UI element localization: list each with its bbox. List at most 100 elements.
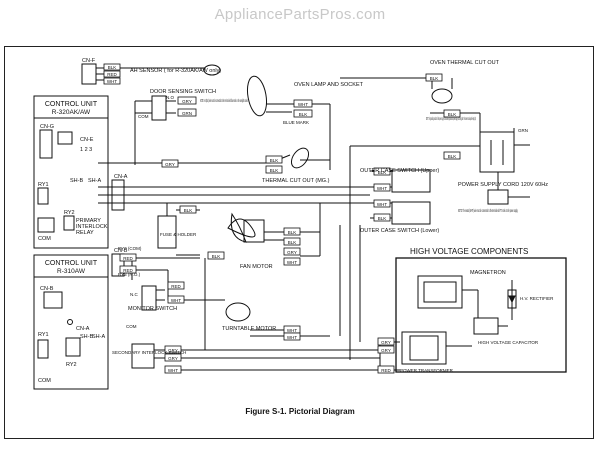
control-unit-1-model: R-320AK/AW [52,109,91,116]
wire-label: BLK [448,112,457,117]
wire-label: GRY [381,348,391,353]
figure-caption: Figure S-1. Pictorial Diagram [245,407,355,416]
thermal-mg-label: THERMAL CUT OUT (MG.) [262,178,330,184]
wire-label: RED [171,284,181,289]
relay-interlock: INTERLOCK [76,224,108,230]
wire-label: WHT [168,368,178,373]
wire-label: BLK [448,154,457,159]
monitor-switch-label: MONITOR SWITCH [128,306,177,312]
wire-label: RED [381,368,391,373]
control-unit-1-title: CONTROL UNIT [45,101,98,108]
relay-primary: PRIMARY [76,218,101,224]
wire-label: WHT [171,298,181,303]
connector-cne-pins: 1 2 3 [80,147,92,153]
wire-label: GRY [168,348,178,353]
magnetron [417,275,463,309]
relay-com: COM [38,236,51,242]
control-unit-2-board [33,276,109,390]
wire-label: BLK [378,170,387,175]
no-label: N.O [166,95,175,100]
wire-label: BLK [299,112,308,117]
power-transformer-label: POWER TRANSFORMER [400,368,454,373]
wire-label: BLK [288,230,297,235]
wire-label: BLK [212,254,221,259]
oven-lamp [246,75,268,117]
connector-sha-2: SH-A [92,334,105,340]
connector-cnf: CN-F [82,58,96,64]
wire-label: BLK [270,168,279,173]
fan-motor [243,219,265,243]
ah-sensor-label: AH SENSOR ( for R-320AK/AW only) [130,68,221,74]
com-switch-label: COM [138,114,149,119]
outer-case-lower-label: OUTER CASE SWITCH (Lower) [360,228,439,234]
ground-label: GRN [518,128,528,133]
fan-blade [227,218,256,238]
nc-label: N.C [130,292,139,297]
connector-sha: SH-A [88,178,101,184]
control-unit-2-model: R-310AW [57,268,86,275]
wire-label: RED [123,268,133,273]
turntable-motor-label: TURNTABLE MOTOR [222,326,276,332]
control-unit-1-board [33,117,109,249]
note-3: NOTE: The neutral (WHT) wire must be con… [458,208,518,213]
hv-capacitor [473,317,499,335]
relay-ry2: RY2 [64,210,75,216]
hv-rectifier [507,289,517,309]
wire-label: WHT [107,79,117,84]
wire-label: BLK [288,240,297,245]
blue-mark-label: BLUE MARK [283,120,309,125]
wire-label: BLK [378,216,387,221]
wire-label: GRY [168,356,178,361]
oven-thermal-cutout [431,88,453,104]
wire-label: WHT [377,186,387,191]
outer-case-switch-lower [391,201,431,225]
secondary-interlock-label: SECONDARY INTERLOCK SWITCH [112,350,186,355]
wire-label: WHT [287,260,297,265]
diagram-frame [4,46,594,439]
connector-cne: CN-E [80,137,94,143]
wire-label: BLK [108,65,117,70]
wire-label: RED [107,72,117,77]
wire-label: GRN [182,111,192,116]
monitor-switch [141,285,157,311]
secondary-interlock-switch [131,343,155,369]
power-supply-label: POWER SUPPLY CORD 120V 60Hz [458,182,548,188]
ry3-com-label: RY3 (COM) [118,246,142,251]
hv-capacitor-label: HIGH VOLTAGE CAPACITOR [478,340,539,345]
wire-label: WHT [287,328,297,333]
turntable-motor [225,302,251,322]
com-monitor-label: COM [126,324,137,329]
connector-cnb-2: CN-B [40,286,54,292]
rectifier-label: H.V. RECTIFIER [520,296,554,301]
oven-lamp-label: OVEN LAMP AND SOCKET [294,82,364,88]
outer-case-upper-label: OUTER CASE SWITCH (Upper) [360,168,439,174]
relay-ry1-b: RY1 [38,332,49,338]
thermal-cutout-mg [290,147,310,169]
watermark: AppliancePartsPros.com [214,6,386,23]
outer-case-switch-upper [391,169,431,193]
wire-label: GRY [381,340,391,345]
relay-ry2-b: RY2 [66,362,77,368]
hv-components-title: HIGH VOLTAGE COMPONENTS [410,247,528,256]
connector-shb-2: SH-B [80,334,93,340]
wire-label: GRY [182,99,192,104]
wire-label: BLK [184,208,193,213]
wire-label: RED [123,256,133,261]
fan-motor-label: FAN MOTOR [240,264,273,270]
wire-label: BLK [270,158,279,163]
wire-label: WHT [377,202,387,207]
magnetron-label: MAGNETRON [470,270,506,276]
relay-com-2: COM [38,378,51,384]
power-supply-block [479,131,515,173]
door-sensing-label: DOOR SENSING SWITCH [150,89,216,95]
note-1: NOTE: Hot (BLK) wire must be connected t… [200,98,248,103]
relay-ry1: RY1 [38,182,49,188]
ry3-no-label: RY3 (N.O.) [118,272,141,277]
oven-tco-label: OVEN THERMAL CUT OUT [430,60,500,66]
power-transformer [401,331,447,365]
connector-cna-2: CN-A [76,326,90,332]
fuse-holder-label: FUSE & HOLDER [160,232,197,237]
note-2: NOTE: The grounding conductor of the pow… [426,116,476,121]
control-unit-2-title: CONTROL UNIT [45,260,98,267]
